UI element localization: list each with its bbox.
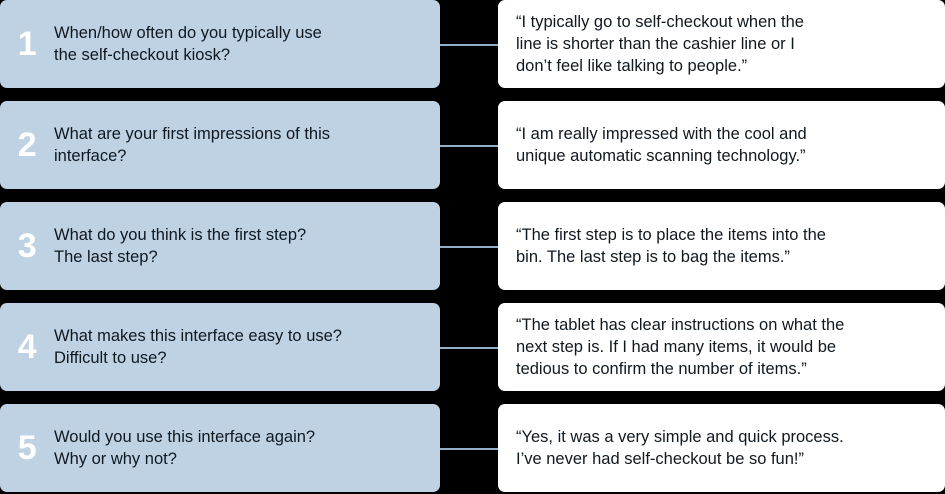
answer-text: “I typically go to self-checkout when th… xyxy=(516,12,804,76)
answer-text: “I am really impressed with the cool and… xyxy=(516,124,807,165)
question-card: 1 When/how often do you typically use th… xyxy=(0,0,440,88)
question-card: 2 What are your first impressions of thi… xyxy=(0,101,440,189)
question-text: What do you think is the first step? The… xyxy=(54,225,307,266)
question-number: 5 xyxy=(17,429,37,467)
question-text: When/how often do you typically use the … xyxy=(54,23,322,64)
qa-row: 5 Would you use this interface again? Wh… xyxy=(0,404,945,492)
question-number: 2 xyxy=(17,126,37,164)
question-text: Would you use this interface again? Why … xyxy=(54,427,316,468)
question-number: 4 xyxy=(17,328,37,366)
qa-row: 2 What are your first impressions of thi… xyxy=(0,101,945,189)
connector-line xyxy=(438,448,500,450)
qa-row: 1 When/how often do you typically use th… xyxy=(0,0,945,88)
connector-line xyxy=(438,246,500,248)
answer-text: “Yes, it was a very simple and quick pro… xyxy=(516,427,844,468)
connector-line xyxy=(438,44,500,46)
question-number: 3 xyxy=(17,227,37,265)
answer-card: “I am really impressed with the cool and… xyxy=(498,101,945,189)
answer-card: “Yes, it was a very simple and quick pro… xyxy=(498,404,945,492)
connector-line xyxy=(438,347,500,349)
answer-card: “The first step is to place the items in… xyxy=(498,202,945,290)
answer-text: “The tablet has clear instructions on wh… xyxy=(516,315,845,379)
question-number: 1 xyxy=(17,25,37,63)
qa-row: 3 What do you think is the first step? T… xyxy=(0,202,945,290)
question-text: What makes this interface easy to use? D… xyxy=(54,326,342,367)
answer-card: “The tablet has clear instructions on wh… xyxy=(498,303,945,391)
question-text: What are your first impressions of this … xyxy=(54,124,331,165)
connector-line xyxy=(438,145,500,147)
question-card: 4 What makes this interface easy to use?… xyxy=(0,303,440,391)
qa-row: 4 What makes this interface easy to use?… xyxy=(0,303,945,391)
answer-card: “I typically go to self-checkout when th… xyxy=(498,0,945,88)
question-card: 5 Would you use this interface again? Wh… xyxy=(0,404,440,492)
answer-text: “The first step is to place the items in… xyxy=(516,225,826,266)
question-card: 3 What do you think is the first step? T… xyxy=(0,202,440,290)
